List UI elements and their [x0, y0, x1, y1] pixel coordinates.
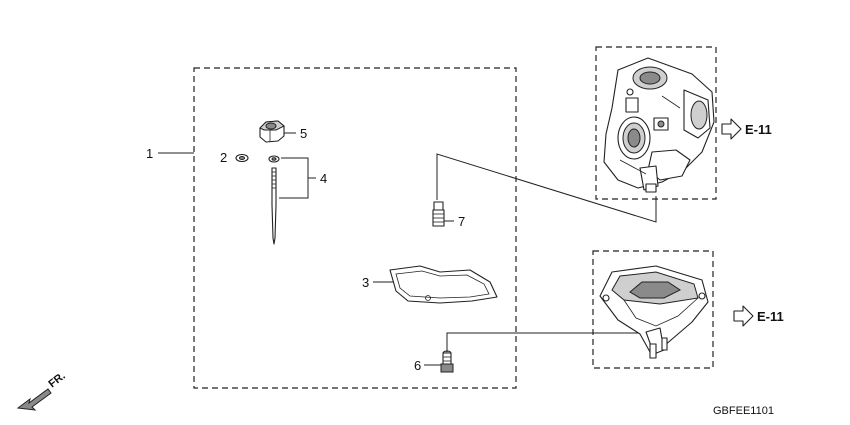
reference-arrow-top [721, 118, 742, 140]
washer-part-2[interactable] [235, 153, 249, 163]
callout-3: 3 [362, 275, 369, 290]
reference-label-bottom: E-11 [757, 309, 784, 324]
callout-7: 7 [458, 214, 465, 229]
pilot-jet-part-7[interactable] [432, 201, 445, 227]
callout-4-bracket [279, 157, 316, 199]
reference-arrow-bottom [733, 305, 754, 327]
callout-5: 5 [300, 126, 307, 141]
callout-1: 1 [146, 146, 153, 161]
callout-2: 2 [220, 150, 227, 165]
pilot-jet-location-leader [436, 153, 657, 223]
reference-label-top: E-11 [745, 122, 772, 137]
nut-part-5[interactable] [259, 120, 285, 143]
front-direction-label: FR. [46, 370, 67, 390]
float-chamber-reference-box [592, 250, 714, 369]
callout-4: 4 [320, 171, 327, 186]
gasket-part-3[interactable] [389, 265, 498, 304]
front-direction-arrow [16, 388, 52, 411]
float-chamber-illustration [599, 265, 709, 359]
jet-needle-part-4[interactable] [268, 155, 280, 245]
drain-screw-part-6[interactable] [440, 350, 454, 373]
drain-screw-location-leader [446, 332, 658, 352]
diagram-code: GBFEE1101 [713, 405, 774, 417]
callout-6: 6 [414, 358, 421, 373]
kit-boundary-box [193, 67, 517, 389]
carburetor-body-illustration [603, 57, 715, 193]
carburetor-reference-box [595, 46, 717, 200]
